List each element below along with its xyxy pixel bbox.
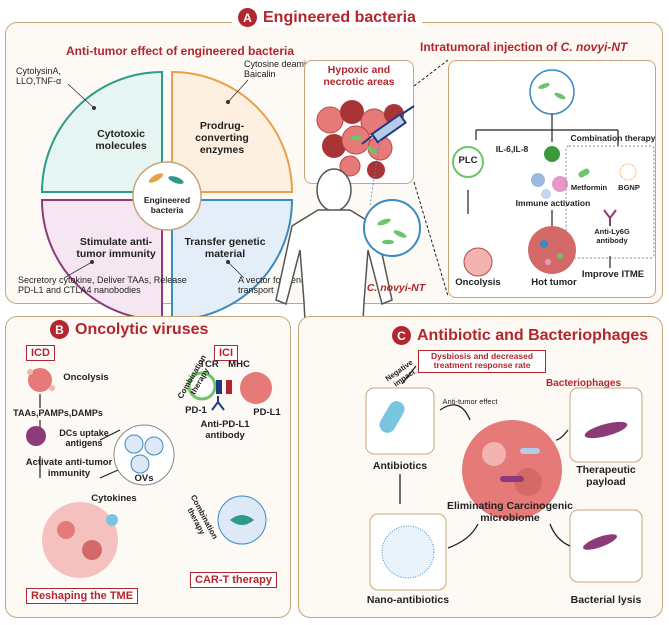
- pdl1-label: PD-L1: [253, 407, 281, 418]
- ovs-label: OVs: [134, 473, 154, 484]
- icd-box: ICD: [26, 345, 55, 361]
- cnovyi-label: C. novyi-NT: [366, 282, 426, 294]
- center-bacterium-1: [148, 173, 164, 183]
- plc-label: PLC: [458, 155, 478, 166]
- dysbiosis-text: Dysbiosis and decreased treatment respon…: [430, 351, 534, 371]
- anti-pdl1-label: Anti-PD-L1 antibody: [200, 419, 250, 441]
- bacteriophages-label: Bacteriophages: [546, 378, 622, 389]
- center-bacterium-2: [168, 176, 184, 184]
- note-genetic: A vector for gene transport: [238, 275, 307, 295]
- antibiotics-label: Antibiotics: [372, 460, 428, 472]
- panel-a-subtitle-right-species: C. novyi-NT: [560, 40, 628, 54]
- oncolysis-label-a: Oncolysis: [455, 277, 501, 288]
- dcs-label: DCs uptake antigens: [59, 428, 109, 449]
- center-label: Engineered bacteria: [143, 195, 191, 215]
- panel-a-title-text: Engineered bacteria: [263, 8, 416, 26]
- note-immunity: Secretory cytokine, Deliver TAAs, Releas…: [18, 275, 187, 295]
- ici-box: ICI: [214, 345, 239, 361]
- panel-a-subtitle-right: Intratumoral injection of C. novyi-NT: [420, 40, 627, 54]
- combination-label: Combination therapy: [570, 133, 656, 143]
- therapeutic-label: Therapeutic payload: [576, 464, 636, 489]
- metformin-label: Metformin: [570, 183, 608, 192]
- syringe-icon: [361, 105, 415, 145]
- center-circle: [132, 161, 202, 231]
- panel-a-title: A Engineered bacteria: [232, 8, 422, 27]
- hot-tumor-label: Hot tumor: [531, 277, 577, 288]
- cytokines-label: Cytokines: [91, 493, 137, 504]
- panel-a-badge: A: [238, 8, 257, 27]
- quadrant-label-cytotoxic: Cytotoxic molecules: [95, 128, 147, 153]
- panel-b-badge: B: [50, 320, 69, 339]
- panel-a-subtitle-right-prefix: Intratumoral injection of: [420, 40, 561, 54]
- panel-b-title-text: Oncolytic viruses: [75, 320, 209, 338]
- cart-box: CAR-T therapy: [190, 572, 278, 588]
- tcr-label: TCR: [199, 359, 219, 370]
- oncolysis-label-b: Oncolysis: [63, 372, 109, 383]
- eliminating-label: Eliminating Carcinogenic microbiome: [446, 500, 574, 525]
- leader-q4: [227, 261, 245, 279]
- panel-c-badge: C: [392, 326, 411, 345]
- improve-itme-label: Improve ITME: [581, 269, 645, 280]
- taas-label: TAAs,PAMPs,DAMPs: [13, 408, 103, 418]
- lysis-label: Bacterial lysis: [570, 594, 642, 606]
- leader-q1: [67, 83, 95, 109]
- immune-activation-label: Immune activation: [515, 198, 591, 208]
- mhc-label: MHC: [228, 359, 250, 370]
- cnovyi-circle: [363, 199, 421, 257]
- panel-c-title-text: Antibiotic and Bacteriophages: [417, 326, 649, 344]
- anti-ly6g-label: Anti-Ly6G antibody: [594, 227, 630, 245]
- quadrant-label-immunity: Stimulate anti-tumor immunity: [76, 236, 156, 261]
- leader-q2: [227, 79, 249, 103]
- panel-a-subtitle-left: Anti-tumor effect of engineered bacteria: [66, 44, 295, 58]
- quadrant-label-prodrug: Prodrug-converting enzymes: [195, 120, 249, 157]
- plc-circle: [452, 146, 484, 178]
- anti-tumor-effect-label: Anti-tumor effect: [442, 397, 498, 406]
- note-cytotoxic: CytolysinA, LLO,TNF-α: [16, 66, 62, 86]
- leader-q3: [63, 261, 93, 279]
- il-label: IL-6,IL-8: [495, 144, 529, 154]
- reshaping-box: Reshaping the TME: [26, 588, 139, 604]
- pd1-label: PD-1: [185, 405, 207, 416]
- quadrant-label-genetic: Transfer genetic material: [184, 236, 266, 261]
- hypoxic-label: Hypoxic and necrotic areas: [323, 64, 395, 89]
- dysbiosis-box: Dysbiosis and decreased treatment respon…: [418, 350, 546, 373]
- quadrant-prodrug: [171, 70, 294, 193]
- panel-b-title: B Oncolytic viruses: [50, 320, 208, 339]
- bgnp-label: BGNP: [618, 183, 640, 192]
- quadrant-cytotoxic: [40, 70, 163, 193]
- note-prodrug: Cytosine deaminase, Baicalin: [244, 59, 329, 79]
- nano-label: Nano-antibiotics: [366, 594, 450, 606]
- activate-label: Activate anti-tumor immunity: [25, 457, 113, 479]
- panel-c-title: C Antibiotic and Bacteriophages: [392, 326, 648, 345]
